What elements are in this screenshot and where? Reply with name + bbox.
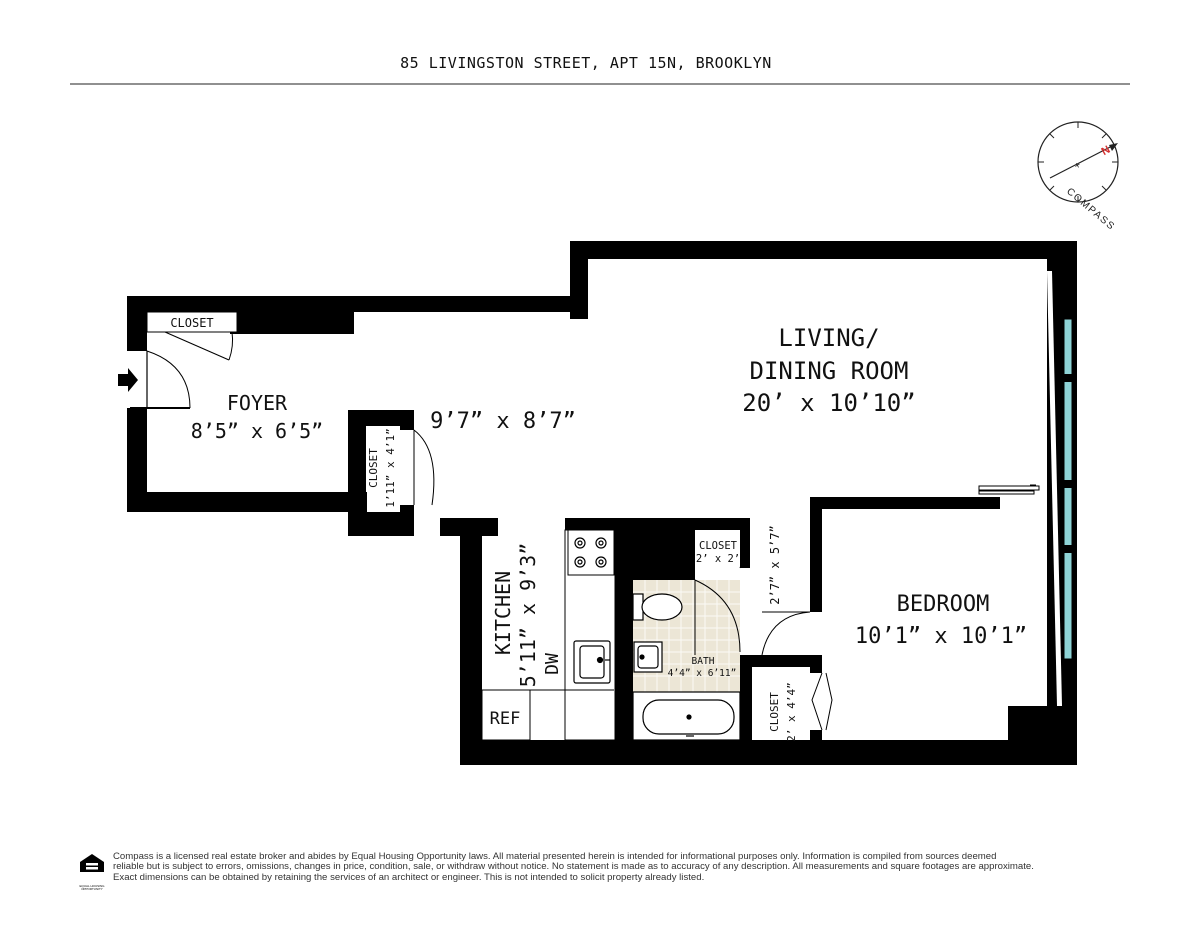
entry-door bbox=[130, 350, 191, 409]
closet-entry-label: CLOSET bbox=[170, 316, 213, 330]
closet-hall-ext-dims: 2’7” x 5’7” bbox=[768, 525, 782, 604]
equal-housing-logo-text: EQUAL HOUSING OPPORTUNITY bbox=[79, 884, 105, 891]
address-title: 85 LIVINGSTON STREET, APT 15N, BROOKLYN bbox=[400, 54, 772, 72]
hall-closet bbox=[695, 530, 740, 568]
dishwasher-label: DW bbox=[542, 653, 563, 675]
closet-bedroom-label: CLOSET bbox=[768, 692, 781, 732]
walls bbox=[127, 241, 1077, 765]
equal-housing-logo: EQUAL HOUSING OPPORTUNITY bbox=[76, 852, 108, 891]
foyer-label: FOYER bbox=[227, 391, 288, 415]
compass-icon: N + COMPASS bbox=[1037, 121, 1119, 233]
kitchen-dims: 5’11” x 9’3” bbox=[516, 543, 540, 688]
living-dims: 20’ x 10’10” bbox=[742, 389, 915, 417]
bath-sink-icon bbox=[633, 641, 663, 673]
kitchen-counters bbox=[481, 529, 616, 741]
disclaimer-line-2: reliable but is subject to errors, omiss… bbox=[113, 861, 1034, 873]
entry-arrow-icon bbox=[118, 368, 138, 392]
closet-hall-dims: 2’ x 2’ bbox=[696, 553, 740, 565]
kitchen-sink-icon bbox=[573, 640, 611, 684]
living-label-line1: LIVING/ bbox=[778, 324, 879, 352]
bedroom-label: BEDROOM bbox=[897, 592, 990, 617]
stove-icon bbox=[574, 537, 607, 568]
toilet-icon bbox=[632, 593, 683, 621]
closet-foyer-dims: 1’11” x 4’1” bbox=[384, 428, 397, 507]
bedroom-dims: 10’1” x 10’1” bbox=[855, 624, 1027, 649]
living-label-line2: DINING ROOM bbox=[750, 357, 909, 385]
bath-dims: 4’4” x 6’11” bbox=[668, 668, 737, 679]
windows bbox=[1063, 318, 1073, 660]
disclaimer: Compass is a licensed real estate broker… bbox=[113, 851, 1123, 883]
closet-hall-label: CLOSET bbox=[699, 540, 738, 552]
sliding-door-icon bbox=[978, 484, 1040, 495]
disclaimer-line-3: Exact dimensions can be obtained by reta… bbox=[113, 871, 705, 883]
foyer-ext-dims: 9’7” x 8’7” bbox=[430, 409, 576, 434]
bath-label: BATH bbox=[692, 656, 715, 667]
closet-bedroom-dims: 2’ x 4’4” bbox=[785, 682, 798, 742]
kitchen-label: KITCHEN bbox=[491, 571, 515, 655]
compass-brand-label: COMPASS bbox=[1064, 186, 1117, 233]
foyer-dims: 8’5” x 6’5” bbox=[191, 419, 323, 443]
entry-closet bbox=[146, 311, 238, 333]
disclaimer-line-1: Compass is a licensed real estate broker… bbox=[113, 851, 997, 862]
svg-text:+: + bbox=[1073, 160, 1084, 173]
closet-foyer-label: CLOSET bbox=[367, 448, 380, 488]
bedroom-door bbox=[761, 611, 811, 656]
refrigerator-label: REF bbox=[490, 709, 521, 729]
bathtub-icon bbox=[632, 691, 741, 741]
